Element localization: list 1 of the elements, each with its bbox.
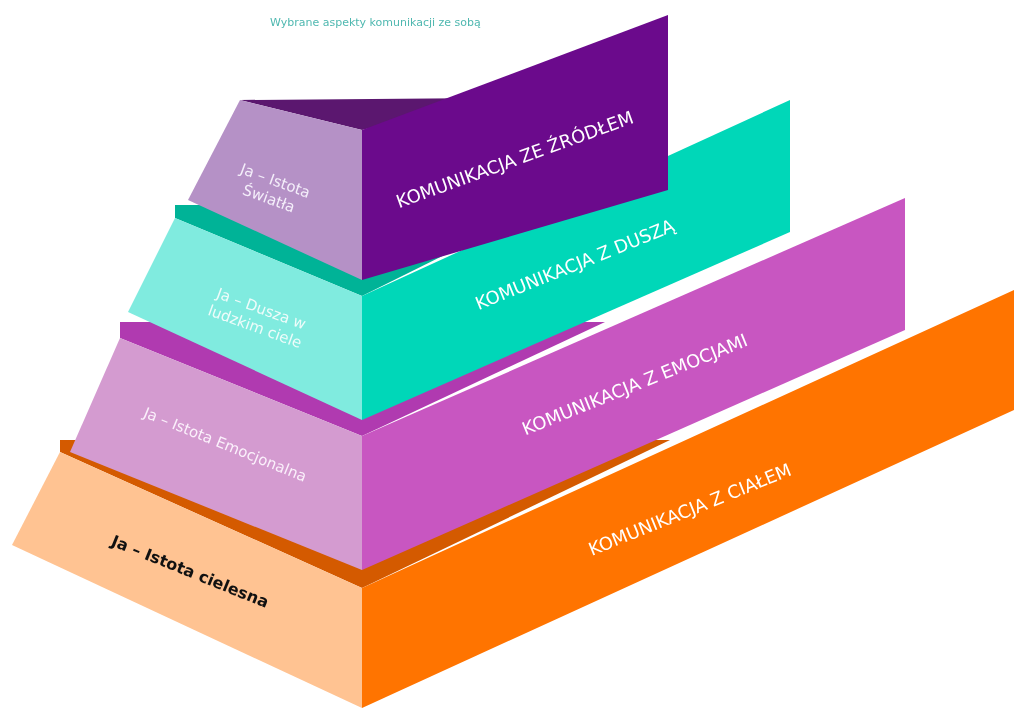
diagram-title: Wybrane aspekty komunikacji ze sobą <box>270 16 481 29</box>
